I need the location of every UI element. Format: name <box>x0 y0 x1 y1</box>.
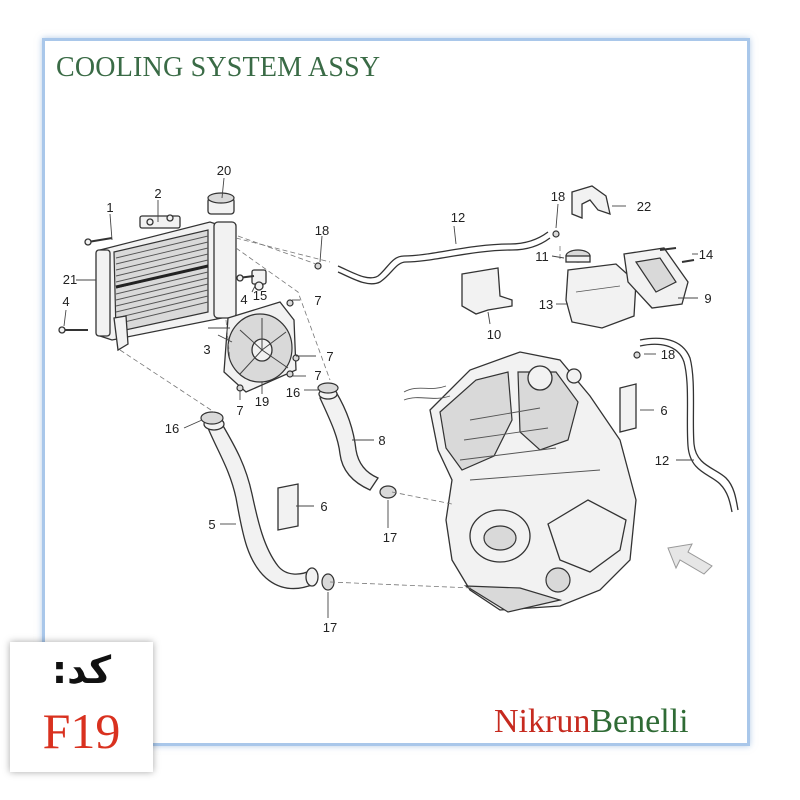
brand-name-part1: Nikrun <box>494 703 591 740</box>
callout-4-left: 4 <box>62 294 69 309</box>
callout-18-b: 18 <box>551 189 565 204</box>
callout-12-top: 12 <box>451 210 465 225</box>
part-code-box: کد: F19 <box>10 642 153 772</box>
callout-14: 14 <box>699 247 713 262</box>
reservoir-tank <box>565 263 637 329</box>
code-label: کد: <box>51 648 112 692</box>
callout-19: 19 <box>255 394 269 409</box>
hose-lower <box>203 417 319 590</box>
callout-10: 10 <box>487 327 501 342</box>
callout-11: 11 <box>535 249 549 264</box>
warning-tag-right <box>619 383 637 433</box>
callout-18-a: 18 <box>315 223 329 238</box>
brand-logo: NikrunBenelli <box>494 703 689 741</box>
callout-21: 21 <box>63 272 77 287</box>
callout-6-right: 6 <box>660 403 667 418</box>
callout-7-b: 7 <box>326 349 333 364</box>
hose-clamp-left <box>200 411 224 425</box>
callout-4-right: 4 <box>240 292 247 307</box>
warning-tag-left <box>277 483 299 531</box>
callout-8: 8 <box>378 433 385 448</box>
callout-labels: 1 2 3 4 4 5 6 6 7 7 7 7 8 9 10 11 12 12 … <box>62 163 713 635</box>
bracket-22 <box>571 185 611 219</box>
thermo-switch <box>251 269 267 291</box>
callout-7-c: 7 <box>314 368 321 383</box>
callout-9: 9 <box>704 291 711 306</box>
callout-20: 20 <box>217 163 231 178</box>
reservoir-cap <box>565 249 591 263</box>
callout-17-upper: 17 <box>383 530 397 545</box>
callout-2: 2 <box>154 186 161 201</box>
callout-12-right: 12 <box>655 453 669 468</box>
reservoir-cover <box>623 247 689 309</box>
callout-6-left: 6 <box>320 499 327 514</box>
radiator-cap <box>207 192 235 215</box>
bracket-10 <box>461 267 513 315</box>
clamp-17-upper <box>379 485 397 499</box>
callout-1: 1 <box>106 200 113 215</box>
callout-3: 3 <box>203 342 210 357</box>
callout-5: 5 <box>208 517 215 532</box>
callout-7-a: 7 <box>314 293 321 308</box>
overflow-hose-right <box>633 337 739 513</box>
callout-13: 13 <box>539 297 553 312</box>
callout-18-c: 18 <box>661 347 675 362</box>
bolts-14 <box>659 247 695 263</box>
callout-17-lower: 17 <box>323 620 337 635</box>
callout-15: 15 <box>253 288 267 303</box>
direction-arrow-icon <box>667 543 713 575</box>
callout-22: 22 <box>637 199 651 214</box>
engine <box>403 351 637 613</box>
brand-name-part2: Benelli <box>590 703 689 740</box>
callout-16-right: 16 <box>286 385 300 400</box>
page-title: COOLING SYSTEM ASSY <box>56 52 381 83</box>
callout-7-d: 7 <box>236 403 243 418</box>
bolts <box>58 237 255 334</box>
callout-16-left: 16 <box>165 421 179 436</box>
overflow-hose-top <box>314 230 560 285</box>
leader-lines <box>63 177 698 618</box>
hose-clamp-right <box>317 382 339 394</box>
hose-upper <box>318 388 379 491</box>
code-value: F19 <box>42 703 121 759</box>
cooling-fan <box>223 299 300 393</box>
flow-lines <box>119 235 561 589</box>
radiator <box>95 214 237 352</box>
